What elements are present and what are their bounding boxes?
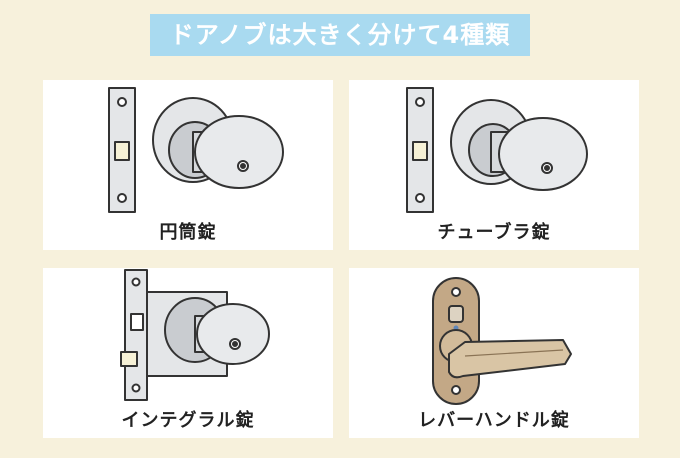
integral-lock-illustration bbox=[120, 269, 270, 401]
card-lever-handle-lock: レバーハンドル錠 bbox=[349, 268, 639, 438]
card-label: レバーハンドル錠 bbox=[418, 410, 570, 431]
tubular-lock-illustration bbox=[406, 87, 588, 213]
lever-handle-lock-illustration bbox=[432, 277, 572, 405]
card-cylindrical-lock: 円筒錠 bbox=[43, 80, 333, 250]
card-label: 円筒錠 bbox=[159, 222, 217, 243]
cylindrical-lock-illustration bbox=[108, 87, 284, 213]
title-wrap: ドアノブは大きく分けて4種類 bbox=[0, 14, 680, 56]
page-title: ドアノブは大きく分けて4種類 bbox=[149, 14, 531, 56]
card-integral-lock: インテグラル錠 bbox=[43, 268, 333, 438]
card-tubular-lock: チューブラ錠 bbox=[349, 80, 639, 250]
card-label: チューブラ錠 bbox=[437, 222, 551, 243]
card-label: インテグラル錠 bbox=[121, 410, 255, 431]
